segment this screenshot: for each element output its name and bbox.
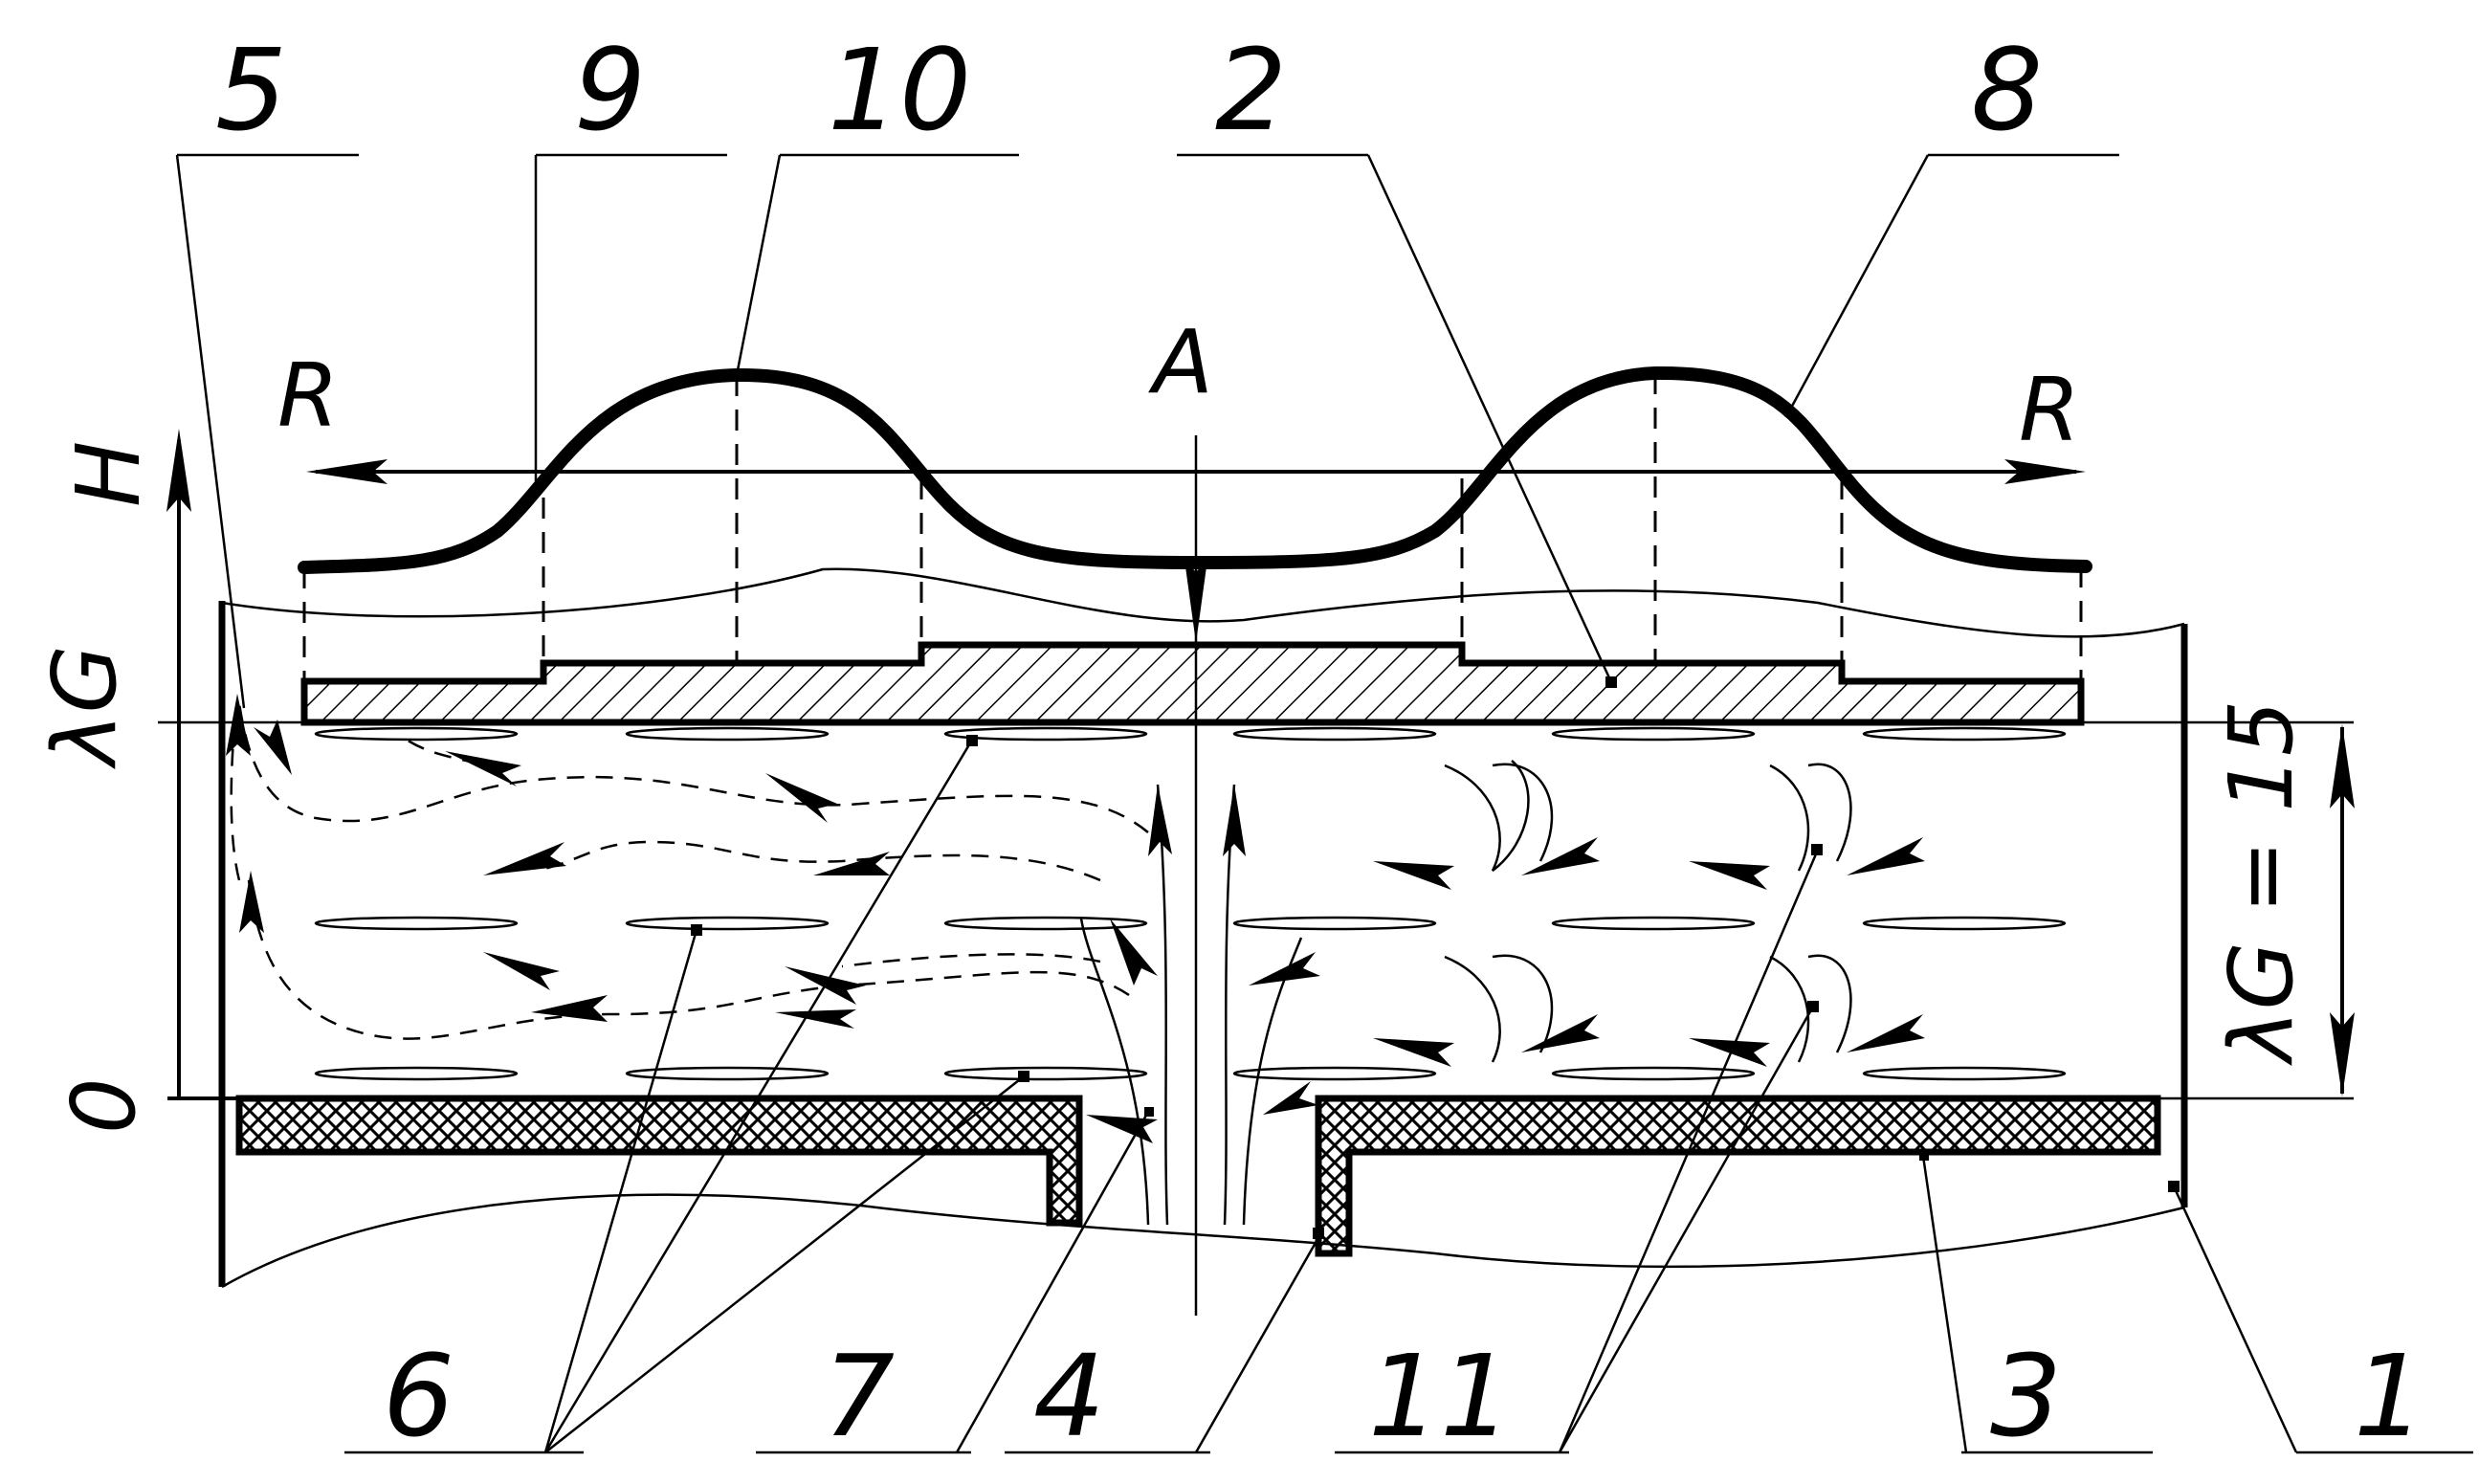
dimension-arrow-top: [2330, 724, 2355, 808]
r-label-right: R: [2019, 359, 2080, 461]
callout-5: 5: [215, 24, 287, 156]
r-arrow-left: [306, 459, 387, 484]
leader-lines: [175, 153, 2473, 1454]
top-plate: [300, 641, 2085, 726]
bottom-break-line: [221, 1193, 2185, 1289]
callout-11: 11: [1368, 1330, 1512, 1462]
bottom-plate-right: [1315, 1095, 2161, 1257]
flow-arrows: [226, 694, 1925, 1143]
h-label: H: [57, 441, 160, 507]
callout-7: 7: [823, 1330, 895, 1462]
h-arrow: [166, 429, 191, 512]
a-label: A: [1148, 311, 1213, 413]
dimension-label: λG = 15: [2210, 700, 2313, 1067]
central-flow-lines: [1079, 784, 1303, 1226]
leader-markers: [691, 368, 2180, 1239]
bottom-plate-left: [235, 1095, 1083, 1227]
a-arrow: [1184, 560, 1207, 643]
lambda-g-label: λG: [33, 645, 136, 770]
callout-9: 9: [574, 24, 646, 156]
callout-3: 3: [1990, 1330, 2062, 1462]
zero-label: 0: [53, 1077, 155, 1134]
dimension-arrow-bottom: [2330, 1012, 2355, 1096]
callout-8: 8: [1971, 24, 2043, 156]
callout-2: 2: [1215, 24, 1287, 156]
callout-10: 10: [828, 24, 971, 156]
vortex-cells: [1444, 760, 1852, 1063]
r-label-left: R: [277, 344, 339, 447]
left-flow-lines: [230, 702, 1149, 1040]
r-arrow-right: [2004, 459, 2086, 484]
discharge-layers: [314, 726, 2067, 1081]
callout-6: 6: [383, 1330, 454, 1462]
callout-1: 1: [2354, 1330, 2425, 1462]
callout-4: 4: [1033, 1330, 1105, 1462]
top-break-line: [221, 567, 2185, 638]
